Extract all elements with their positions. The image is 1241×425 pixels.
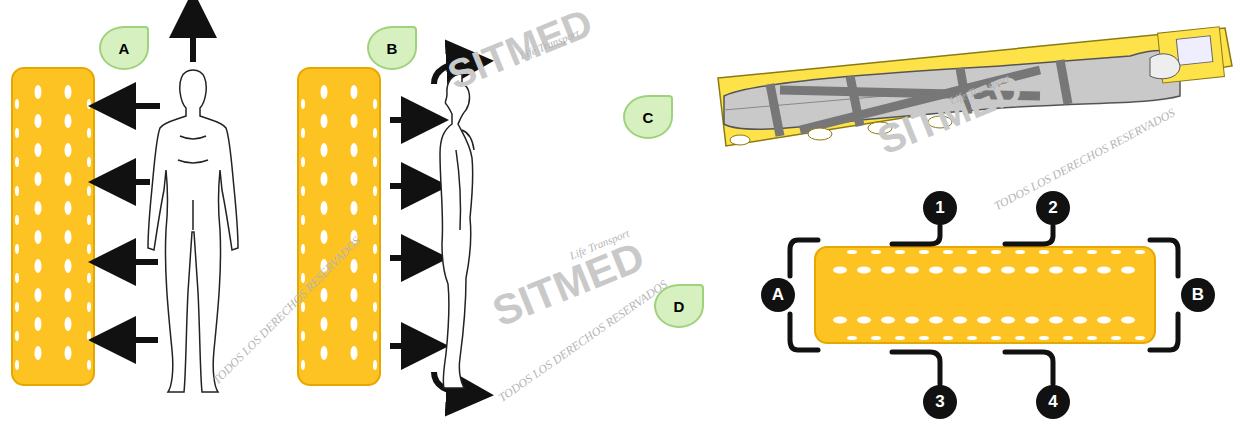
node-label: 3 bbox=[935, 392, 944, 412]
watermark: TODOS LOS DERECHOS RESERVADOS bbox=[991, 106, 1177, 215]
human-front bbox=[148, 70, 238, 392]
node-label: B bbox=[387, 40, 398, 57]
node-label: 4 bbox=[1048, 392, 1057, 412]
node-label: D bbox=[674, 298, 685, 315]
panel-badge: C bbox=[623, 95, 673, 139]
node-label: B bbox=[1192, 285, 1204, 305]
watermark: SITMED bbox=[486, 232, 651, 336]
node-label: 2 bbox=[1048, 198, 1057, 218]
callout-number: A bbox=[761, 278, 795, 312]
node-label: C bbox=[643, 109, 654, 126]
callout-number: 2 bbox=[1036, 191, 1070, 225]
human-side bbox=[440, 74, 474, 388]
node-label: 1 bbox=[935, 198, 944, 218]
brackets bbox=[790, 226, 1178, 384]
callout-number: 1 bbox=[923, 191, 957, 225]
node-label: A bbox=[772, 285, 784, 305]
panel-badge: A bbox=[99, 26, 149, 70]
panel-badge: B bbox=[367, 26, 417, 70]
callout-number: B bbox=[1181, 278, 1215, 312]
callout-number: 3 bbox=[923, 385, 957, 419]
force-arrows bbox=[112, 14, 470, 394]
callout-number: 4 bbox=[1036, 385, 1070, 419]
node-label: A bbox=[119, 40, 130, 57]
